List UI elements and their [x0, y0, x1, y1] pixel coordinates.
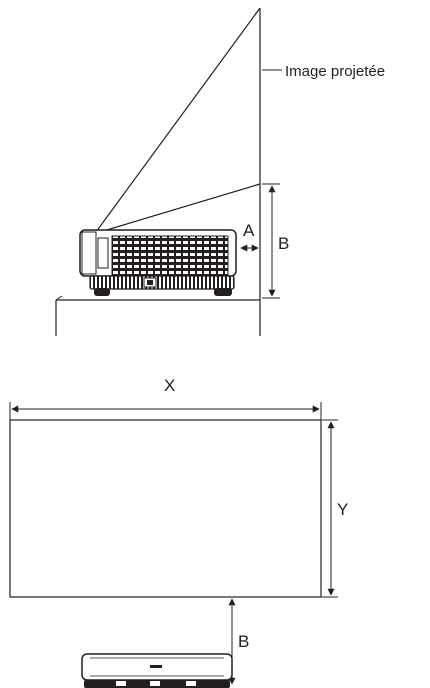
image-label: Image projetée — [285, 63, 385, 80]
label-b-side: B — [278, 234, 289, 253]
label-x: X — [164, 376, 175, 395]
dimension-b-side: B — [262, 183, 289, 299]
projector-front — [81, 653, 233, 688]
beam-upper-edge — [95, 7, 261, 233]
label-a: A — [243, 221, 255, 240]
label-b-front: B — [238, 632, 249, 651]
label-y: Y — [337, 500, 348, 519]
table — [55, 295, 260, 336]
projected-image-rect — [9, 419, 322, 598]
dimension-y: Y — [322, 419, 348, 598]
side-view: Image projetée A — [55, 7, 385, 336]
front-view: X Y B — [9, 376, 348, 688]
dimension-a: A — [240, 221, 259, 252]
dimension-b-front: B — [228, 598, 249, 685]
dimension-x: X — [9, 376, 322, 420]
projector-side — [79, 229, 237, 296]
beam-lower-edge — [99, 183, 261, 233]
